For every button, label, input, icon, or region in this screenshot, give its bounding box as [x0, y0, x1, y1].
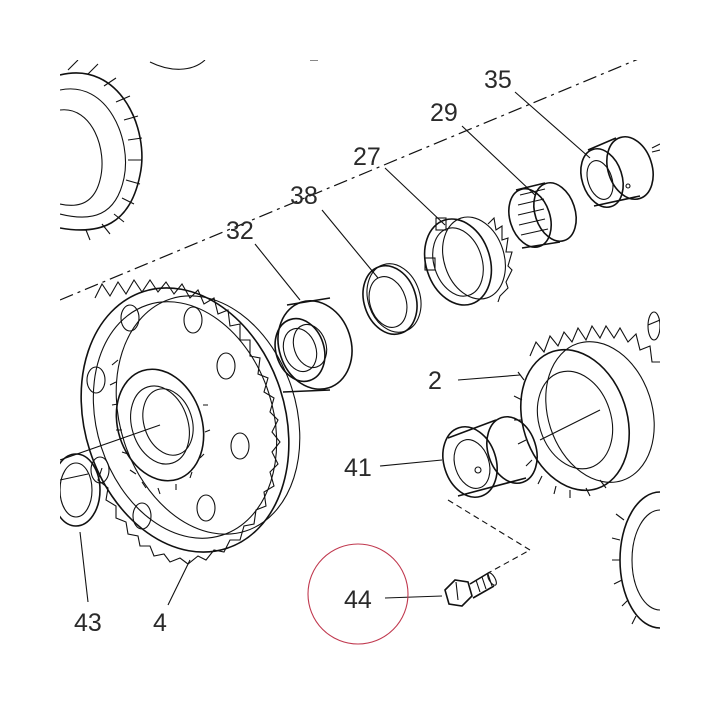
callout-43: 43 — [74, 609, 102, 637]
callout-2: 2 — [428, 367, 442, 395]
thrust-washer-38 — [362, 263, 422, 336]
callout-29: 29 — [430, 99, 458, 127]
lower-right-gear-partial — [611, 491, 660, 629]
callout-38: 38 — [290, 182, 318, 210]
ball-bearing-32 — [274, 297, 353, 393]
hex-bolt-44 — [444, 571, 497, 607]
callout-41: 41 — [344, 454, 372, 482]
flanged-bushing-35 — [580, 136, 660, 208]
spur-gear-4 — [60, 278, 301, 565]
callout-35: 35 — [484, 66, 512, 94]
bushing-41 — [442, 416, 538, 498]
cluster-gear-2 — [513, 311, 660, 498]
assembly-axis-line — [60, 60, 638, 301]
callout-32: 32 — [226, 217, 254, 245]
needle-bearing-29 — [508, 182, 577, 249]
callout-27: 27 — [353, 143, 381, 171]
highlight-circle — [307, 543, 409, 645]
synchro-ring-27 — [423, 216, 513, 306]
bolt-axis-dashed-line — [447, 499, 532, 573]
callout-44: 44 — [344, 586, 372, 614]
ring-43 — [60, 453, 101, 527]
upper-left-gear-partial — [60, 60, 318, 241]
callout-4: 4 — [153, 609, 167, 637]
callout-leader-lines — [79, 91, 591, 606]
